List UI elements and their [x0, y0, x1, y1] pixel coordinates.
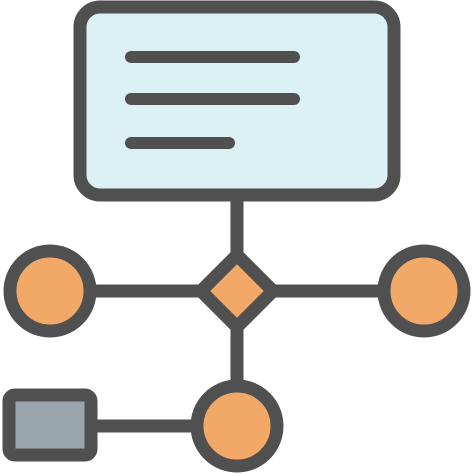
square-node — [2, 388, 98, 462]
bottom-node-circle — [190, 379, 284, 473]
right-node-circle — [377, 244, 471, 338]
document-text-lines — [125, 51, 300, 149]
decision-diamond — [194, 248, 280, 334]
left-node-circle — [3, 244, 97, 338]
connector-lines — [85, 187, 389, 433]
